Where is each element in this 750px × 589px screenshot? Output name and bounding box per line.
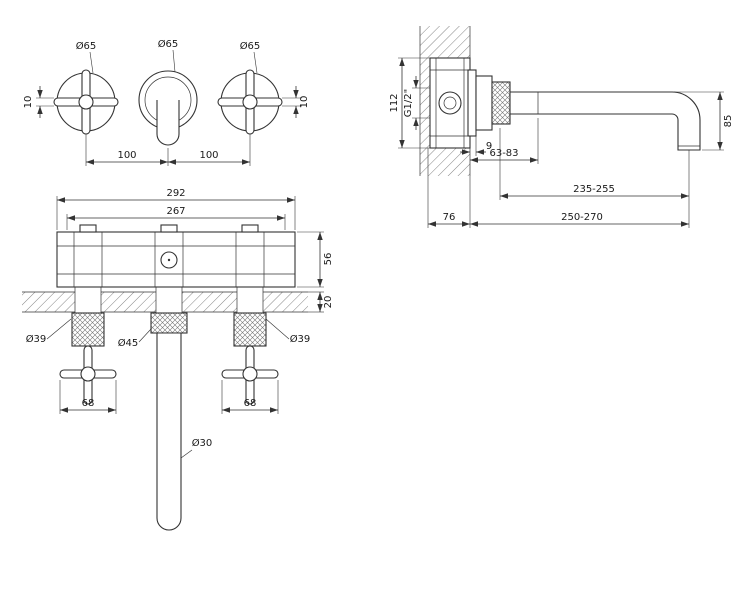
dim-thread: G1/2" xyxy=(403,76,430,130)
dim-dia-handle-right: Ø39 xyxy=(265,318,311,345)
dim-label-handle-width-right: 68 xyxy=(244,398,257,409)
valve-right-front xyxy=(221,312,279,405)
dim-label-body-depth: 76 xyxy=(443,212,456,223)
dim-label-total-depth: 250-270 xyxy=(561,212,603,223)
spout-escutcheon-front xyxy=(138,70,198,146)
handle-left-front xyxy=(53,69,119,135)
dim-label-spout-drop: 85 xyxy=(723,115,734,128)
dim-label-dia-center: Ø65 xyxy=(158,38,179,50)
handle-right-front xyxy=(217,69,283,135)
dim-label-dia-right: Ø65 xyxy=(240,40,261,52)
dim-body-height: 112 xyxy=(389,57,430,149)
dim-total-depth: 250-270 xyxy=(470,212,689,227)
dim-handle-bar-left: 10 xyxy=(23,86,54,118)
valve-body-side xyxy=(429,57,477,149)
dim-label-offset-left: 10 xyxy=(23,96,34,109)
dim-label-spout-reach: 235-255 xyxy=(573,184,615,195)
dim-body-depth: 76 xyxy=(427,148,471,228)
dim-label-body-height-front: 56 xyxy=(323,253,334,266)
dim-handle-width-right: 68 xyxy=(221,380,279,414)
side-section-view: 112 G1/2" 9 63-83 85 xyxy=(389,26,734,228)
dim-label-overall-width: 292 xyxy=(166,188,185,199)
dim-label-dia-spout-trim: Ø45 xyxy=(118,337,139,349)
dim-handle-width-left: 68 xyxy=(59,380,117,414)
valve-left-front xyxy=(59,312,117,405)
dim-dia-left: Ø65 xyxy=(76,40,97,74)
valve-body-front xyxy=(56,224,296,288)
dim-label-inner-width: 267 xyxy=(166,206,185,217)
spout-side xyxy=(475,75,701,151)
dim-body-height-front: 56 xyxy=(297,231,334,288)
dim-label-escutcheon-gap: 9 xyxy=(486,141,492,152)
dim-label-body-height: 112 xyxy=(389,93,400,112)
dim-escutcheon-gap: 9 xyxy=(460,136,492,156)
dim-dia-right: Ø65 xyxy=(240,40,261,74)
dim-label-spacing-right: 100 xyxy=(199,150,218,161)
dim-spout-drop: 85 xyxy=(674,91,734,151)
dim-label-dia-left: Ø65 xyxy=(76,40,97,52)
spout-column-front xyxy=(150,312,188,531)
dim-label-handle-width-left: 68 xyxy=(82,398,95,409)
dim-dia-spout-trim: Ø45 xyxy=(118,328,152,349)
front-trim-view: Ø65 Ø65 Ø65 10 10 xyxy=(23,38,310,166)
dim-inner-width: 267 xyxy=(66,206,286,230)
dim-dia-center: Ø65 xyxy=(158,38,179,73)
dim-overall-width: 292 xyxy=(56,188,296,230)
dim-label-trim-depth: 63-83 xyxy=(489,148,518,159)
dim-wall-thickness: 20 xyxy=(308,291,334,313)
rough-in-view: 292 267 xyxy=(22,188,334,531)
dim-spout-reach: 235-255 xyxy=(499,128,690,228)
dim-label-wall-thickness: 20 xyxy=(323,296,334,309)
dim-label-dia-spout-tube: Ø30 xyxy=(192,437,213,449)
wall-section-front xyxy=(22,287,308,314)
dim-dia-handle-left: Ø39 xyxy=(26,318,72,345)
dim-trim-depth: 63-83 xyxy=(470,118,539,164)
dim-handle-bar-right: 10 xyxy=(282,86,310,118)
dim-label-dia-handle-left: Ø39 xyxy=(26,333,47,345)
dim-dia-spout-tube: Ø30 xyxy=(180,437,213,459)
dim-label-offset-right: 10 xyxy=(299,96,310,109)
dim-handle-spacing: 100 100 xyxy=(85,134,251,166)
dim-label-spacing-left: 100 xyxy=(117,150,136,161)
dim-label-dia-handle-right: Ø39 xyxy=(290,333,311,345)
dim-label-thread: G1/2" xyxy=(403,89,414,117)
